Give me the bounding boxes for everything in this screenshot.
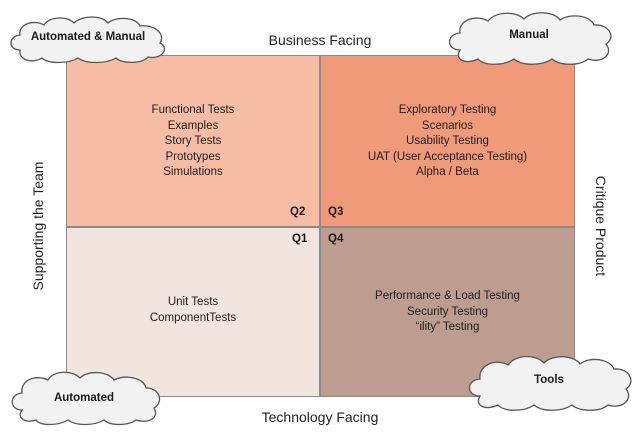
axis-label-top: Business Facing [268,32,372,48]
quadrant-label-q2: Q2 [290,206,306,218]
quadrant-label-q3: Q3 [328,206,344,218]
cloud-automated: Automated [8,368,161,426]
axis-label-bottom: Technology Facing [261,409,379,425]
quadrant-q1: Unit Tests ComponentTests [66,227,320,397]
quadrant-item: Unit Tests [167,296,219,308]
cloud-label: Tools [534,374,564,386]
quadrant-q4-items: Performance & Load Testing Security Test… [321,289,574,336]
quadrant-q3: Exploratory Testing Scenarios Usability … [320,55,575,227]
cloud-shape-icon [10,16,165,64]
cloud-shape-icon [11,371,161,426]
cloud-label: Automated [53,392,115,404]
cloud-manual: Manual [444,10,614,65]
quadrant-q2: Functional Tests Examples Story Tests Pr… [66,55,320,227]
quadrant-item: Exploratory Testing [398,104,497,116]
cloud-shape-icon [448,12,612,65]
quadrant-item: Usability Testing [406,135,489,147]
axis-label-right: Critique Product [593,175,609,277]
cloud-automated-manual: Automated & Manual [6,14,170,64]
quadrant-item: Scenarios [421,119,474,132]
quadrant-item: ComponentTests [149,311,237,324]
cloud-label: Automated & Manual [30,31,146,43]
quadrant-q1-items: Unit Tests ComponentTests [67,295,319,326]
quadrant-item: Examples [167,119,219,132]
quadrant-q4: Performance & Load Testing Security Test… [320,227,575,397]
quadrant-item: Prototypes [165,150,221,163]
quadrant-item: Security Testing [407,305,488,318]
quadrant-label-q1: Q1 [292,233,308,245]
quadrant-item: Simulations [163,166,223,178]
cloud-tools: Tools [464,352,634,411]
quadrant-item: “ility” Testing [415,321,480,333]
quadrant-q2-items: Functional Tests Examples Story Tests Pr… [67,103,319,181]
quadrant-item: Story Tests [164,135,222,147]
quadrant-q3-items: Exploratory Testing Scenarios Usability … [321,103,574,181]
cloud-shape-icon [468,355,632,411]
quadrant-item: Performance & Load Testing [375,290,520,302]
quadrant-item: Functional Tests [151,104,235,116]
axis-label-left: Supporting the Team [30,161,46,291]
quadrant-label-q4: Q4 [328,233,344,245]
quadrant-item: Alpha / Beta [416,166,479,178]
quadrant-item: UAT (User Acceptance Testing) [367,150,528,163]
cloud-label: Manual [509,29,549,41]
